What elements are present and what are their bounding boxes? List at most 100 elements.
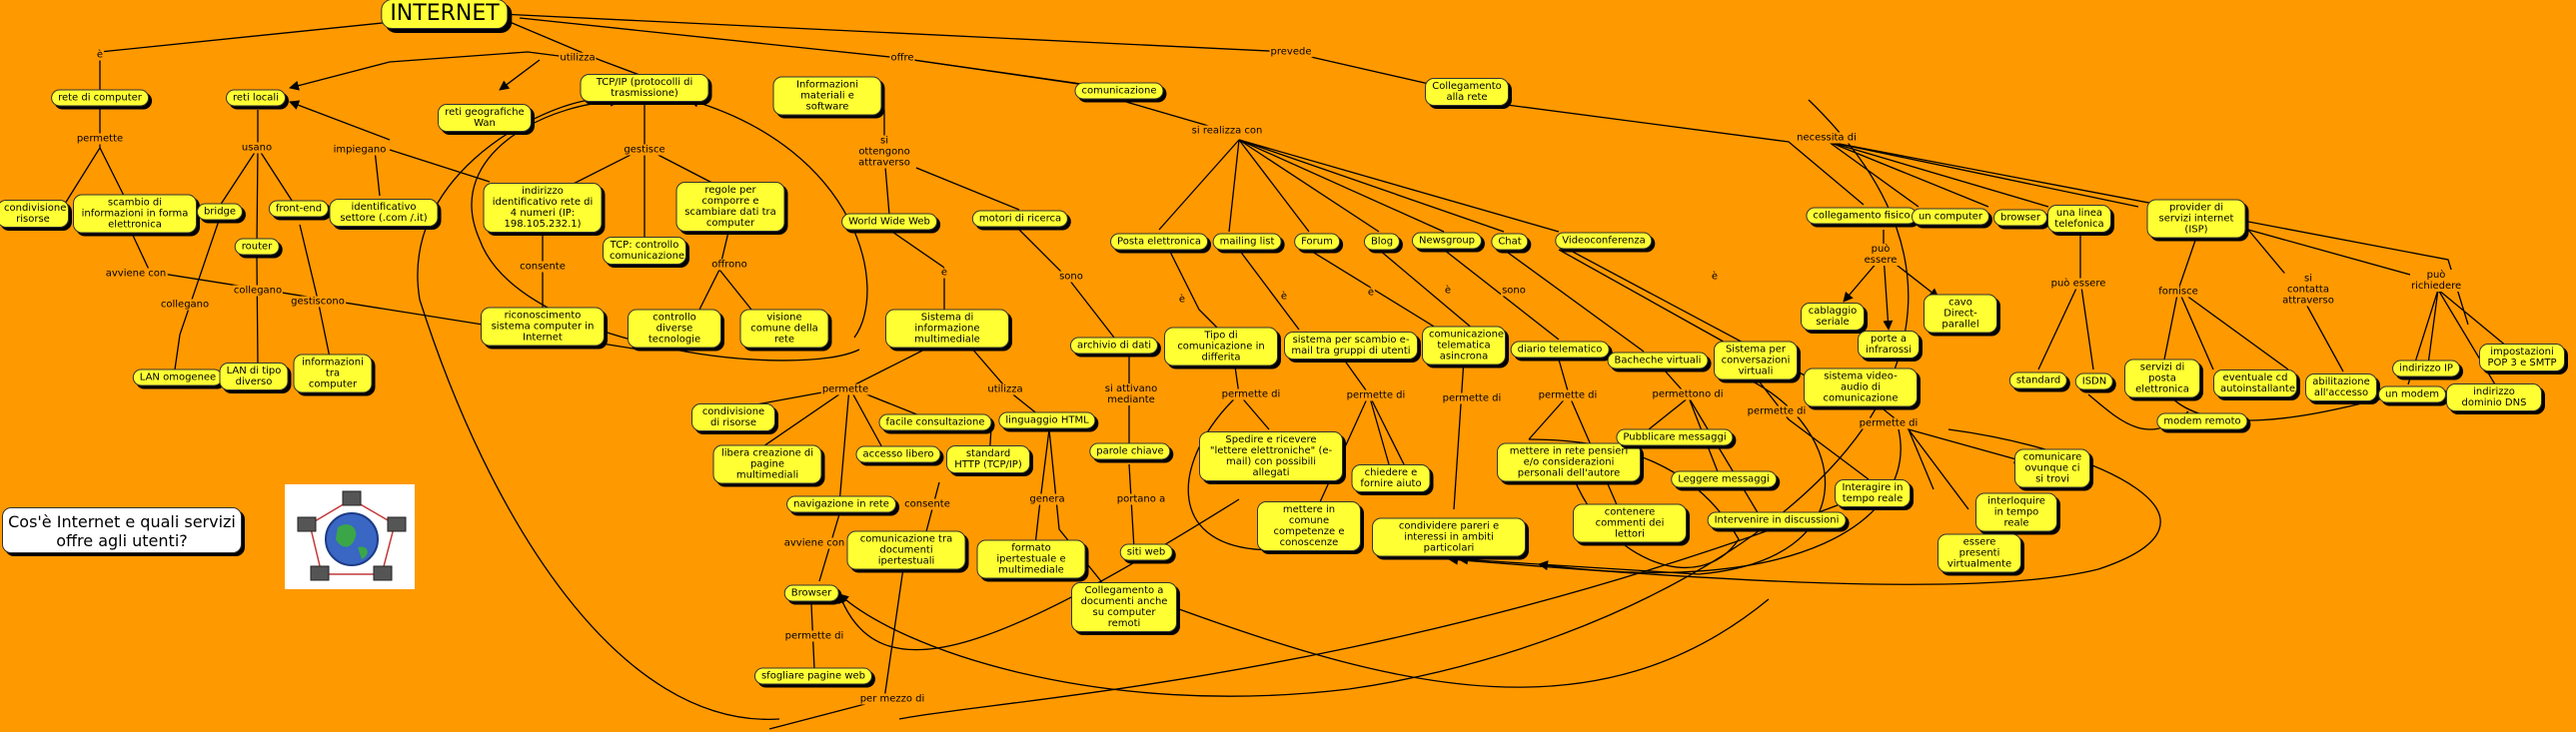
pubblicare-messaggi-node[interactable]: Pubblicare messaggi bbox=[1616, 429, 1733, 446]
comunicazione-node[interactable]: comunicazione bbox=[1074, 83, 1163, 100]
cablaggio-seriale-node[interactable]: cablaggio seriale bbox=[1801, 303, 1865, 331]
sistema-scambio-node[interactable]: sistema per scambio e-mail tra gruppi di… bbox=[1284, 332, 1418, 360]
collegamento-rete-node[interactable]: Collegamento alla rete bbox=[1425, 78, 1509, 106]
videoconferenza-node[interactable]: Videoconferenza bbox=[1555, 233, 1652, 250]
linguaggio-html-node[interactable]: linguaggio HTML bbox=[998, 412, 1095, 429]
standard-node[interactable]: standard bbox=[2009, 372, 2067, 389]
impostazioni-pop-node[interactable]: impostazioni POP 3 e SMTP bbox=[2479, 344, 2565, 371]
link bbox=[1179, 599, 1769, 687]
linea-telefonica-node[interactable]: una linea telefonica bbox=[2047, 205, 2111, 233]
link bbox=[510, 22, 640, 75]
contenere-commenti-node[interactable]: contenere commenti dei lettori bbox=[1573, 504, 1687, 543]
link bbox=[694, 228, 729, 320]
formato-ipertestuale-node[interactable]: formato ipertestuale e multimediale bbox=[977, 540, 1086, 579]
indirizzo-identificativo-node[interactable]: indirizzo identificativo rete di 4 numer… bbox=[484, 183, 603, 233]
comunicare-ovunque-node[interactable]: comunicare ovunque ci si trovi bbox=[2014, 449, 2090, 488]
tcpip-node[interactable]: TCP/IP (protocolli di trasmissione) bbox=[581, 74, 709, 102]
servizi-posta-node[interactable]: servizi di posta elettronica bbox=[2124, 360, 2200, 398]
link bbox=[1504, 250, 1644, 352]
sistema-video-node[interactable]: sistema video-audio di comunicazione bbox=[1804, 368, 1918, 407]
collegamento-documenti-node[interactable]: Collegamento a documenti anche su comput… bbox=[1071, 582, 1177, 632]
archivio-dati-node[interactable]: archivio di dati bbox=[1070, 338, 1158, 355]
regole-node[interactable]: regole per comporre e scambiare dati tra… bbox=[676, 182, 785, 232]
sfogliare-node[interactable]: sfogliare pagine web bbox=[754, 668, 872, 685]
sistema-multimediale-node[interactable]: Sistema di informazione multimediale bbox=[885, 310, 1009, 349]
mettere-rete-node[interactable]: mettere in rete pensieri e/o considerazi… bbox=[1497, 443, 1641, 482]
diario-telematico-node[interactable]: diario telematico bbox=[1511, 342, 1610, 359]
scambio-informazioni-node[interactable]: scambio di informazioni in forma elettro… bbox=[73, 195, 197, 234]
chat-node[interactable]: Chat bbox=[1491, 234, 1528, 251]
rete-di-computer-node[interactable]: rete di computer bbox=[51, 90, 149, 107]
isdn-node[interactable]: ISDN bbox=[2075, 373, 2113, 390]
browser-node[interactable]: Browser bbox=[784, 585, 839, 602]
condividere-pareri-node[interactable]: condividere pareri e interessi in ambiti… bbox=[1372, 518, 1526, 557]
parole-chiave-node[interactable]: parole chiave bbox=[1089, 443, 1170, 460]
front-end-node[interactable]: front-end bbox=[269, 201, 329, 218]
forum-node[interactable]: Forum bbox=[1294, 234, 1340, 251]
lan-tipo-diverso-node[interactable]: LAN di tipo diverso bbox=[220, 363, 289, 390]
bridge-node[interactable]: bridge bbox=[197, 204, 243, 221]
link bbox=[290, 102, 390, 140]
modem-remoto-node[interactable]: modem remoto bbox=[2156, 413, 2247, 430]
link-label: può essere bbox=[2050, 279, 2107, 290]
siti-web-node[interactable]: siti web bbox=[1120, 544, 1173, 561]
sistema-conversazioni-node[interactable]: Sistema per conversazioni virtuali bbox=[1714, 342, 1798, 380]
tipo-comunicazione-node[interactable]: Tipo di comunicazione in differita bbox=[1164, 328, 1278, 366]
mettere-comune-node[interactable]: mettere in comune competenze e conoscenz… bbox=[1257, 501, 1361, 551]
informazioni-node[interactable]: Informazioni materiali e software bbox=[773, 77, 882, 116]
standard-http-node[interactable]: standard HTTP (TCP/IP) bbox=[946, 445, 1030, 473]
libera-creazione-node[interactable]: libera creazione di pagine multimediali bbox=[713, 445, 822, 484]
informazioni-computer-node[interactable]: informazioni tra computer bbox=[294, 355, 373, 393]
link-label: è bbox=[1711, 272, 1719, 283]
comunicazione-asincrona-node[interactable]: comunicazione telematica asincrona bbox=[1422, 327, 1506, 366]
indirizzo-ip-node[interactable]: indirizzo IP bbox=[2392, 361, 2460, 377]
condivisione-risorse-node[interactable]: condivisione risorse bbox=[0, 200, 69, 228]
link bbox=[1239, 140, 1504, 232]
leggere-messaggi-node[interactable]: Leggere messaggi bbox=[1671, 471, 1777, 488]
collegamento-fisico-node[interactable]: collegamento fisico bbox=[1806, 208, 1917, 225]
link bbox=[1829, 142, 1988, 207]
tcp-controllo-node[interactable]: TCP: controllo comunicazione bbox=[603, 237, 686, 265]
link bbox=[257, 258, 258, 365]
posta-elettronica-node[interactable]: Posta elettronica bbox=[1110, 234, 1208, 251]
link-label: permette bbox=[821, 384, 869, 395]
blog-node[interactable]: Blog bbox=[1364, 234, 1400, 251]
www-node[interactable]: World Wide Web bbox=[841, 214, 937, 231]
motori-ricerca-node[interactable]: motori di ricerca bbox=[972, 211, 1068, 228]
interagire-node[interactable]: Interagire in tempo reale bbox=[1835, 479, 1911, 507]
porte-infrarossi-node[interactable]: porte a infrarossi bbox=[1858, 331, 1920, 359]
mailing-list-node[interactable]: mailing list bbox=[1213, 234, 1282, 251]
indirizzo-dns-node[interactable]: indirizzo dominio DNS bbox=[2446, 383, 2542, 411]
navigazione-rete-node[interactable]: navigazione in rete bbox=[786, 496, 896, 513]
lan-omogenee-node[interactable]: LAN omogenee bbox=[133, 369, 223, 386]
un-modem-node[interactable]: un modem bbox=[2378, 386, 2446, 403]
bacheche-virtuali-node[interactable]: Bacheche virtuali bbox=[1608, 353, 1709, 369]
interloquire-node[interactable]: interloquire in tempo reale bbox=[1975, 493, 2057, 532]
link-label: permette di bbox=[1442, 393, 1503, 404]
link-label: prevede bbox=[1270, 47, 1313, 58]
condivisione-risorse2-node[interactable]: condivisione di risorse bbox=[691, 403, 775, 431]
reti-geografiche-node[interactable]: reti geografiche Wan bbox=[438, 104, 532, 132]
identificativo-settore-node[interactable]: identificativo settore (.com /.it) bbox=[330, 199, 439, 227]
newsgroup-node[interactable]: Newsgroup bbox=[1412, 233, 1482, 250]
facile-consultazione-node[interactable]: facile consultazione bbox=[879, 414, 992, 431]
spedire-ricevere-node[interactable]: Spedire e ricevere "lettere elettroniche… bbox=[1199, 431, 1343, 481]
chiedere-aiuto-node[interactable]: chiedere e fornire aiuto bbox=[1352, 464, 1431, 492]
link-label: consente bbox=[903, 499, 951, 510]
visione-comune-node[interactable]: visione comune della rete bbox=[740, 310, 829, 349]
abilitazione-node[interactable]: abilitazione all'accesso bbox=[2305, 373, 2377, 401]
un-computer-node[interactable]: un computer bbox=[1912, 209, 1989, 226]
essere-presenti-node[interactable]: essere presenti virtualmente bbox=[1937, 534, 2021, 573]
browser2-node[interactable]: browser bbox=[1993, 210, 2047, 227]
controllo-diverse-node[interactable]: controllo diverse tecnologie bbox=[628, 310, 721, 349]
reti-locali-node[interactable]: reti locali bbox=[226, 90, 286, 107]
cavo-direct-node[interactable]: cavo Direct-parallel bbox=[1924, 295, 1997, 334]
accesso-libero-node[interactable]: accesso libero bbox=[855, 446, 940, 463]
router-node[interactable]: router bbox=[235, 239, 280, 256]
riconoscimento-node[interactable]: riconoscimento sistema computer in Inter… bbox=[481, 308, 605, 347]
internet-node[interactable]: INTERNET bbox=[381, 0, 508, 29]
intervenire-node[interactable]: Intervenire in discussioni bbox=[1708, 512, 1847, 529]
eventuale-cd-node[interactable]: eventuale cd autoinstallante bbox=[2213, 369, 2297, 397]
provider-node[interactable]: provider di servizi internet (ISP) bbox=[2147, 200, 2246, 239]
comunicazione-documenti-node[interactable]: comunicazione tra documenti ipertestuali bbox=[847, 531, 966, 570]
